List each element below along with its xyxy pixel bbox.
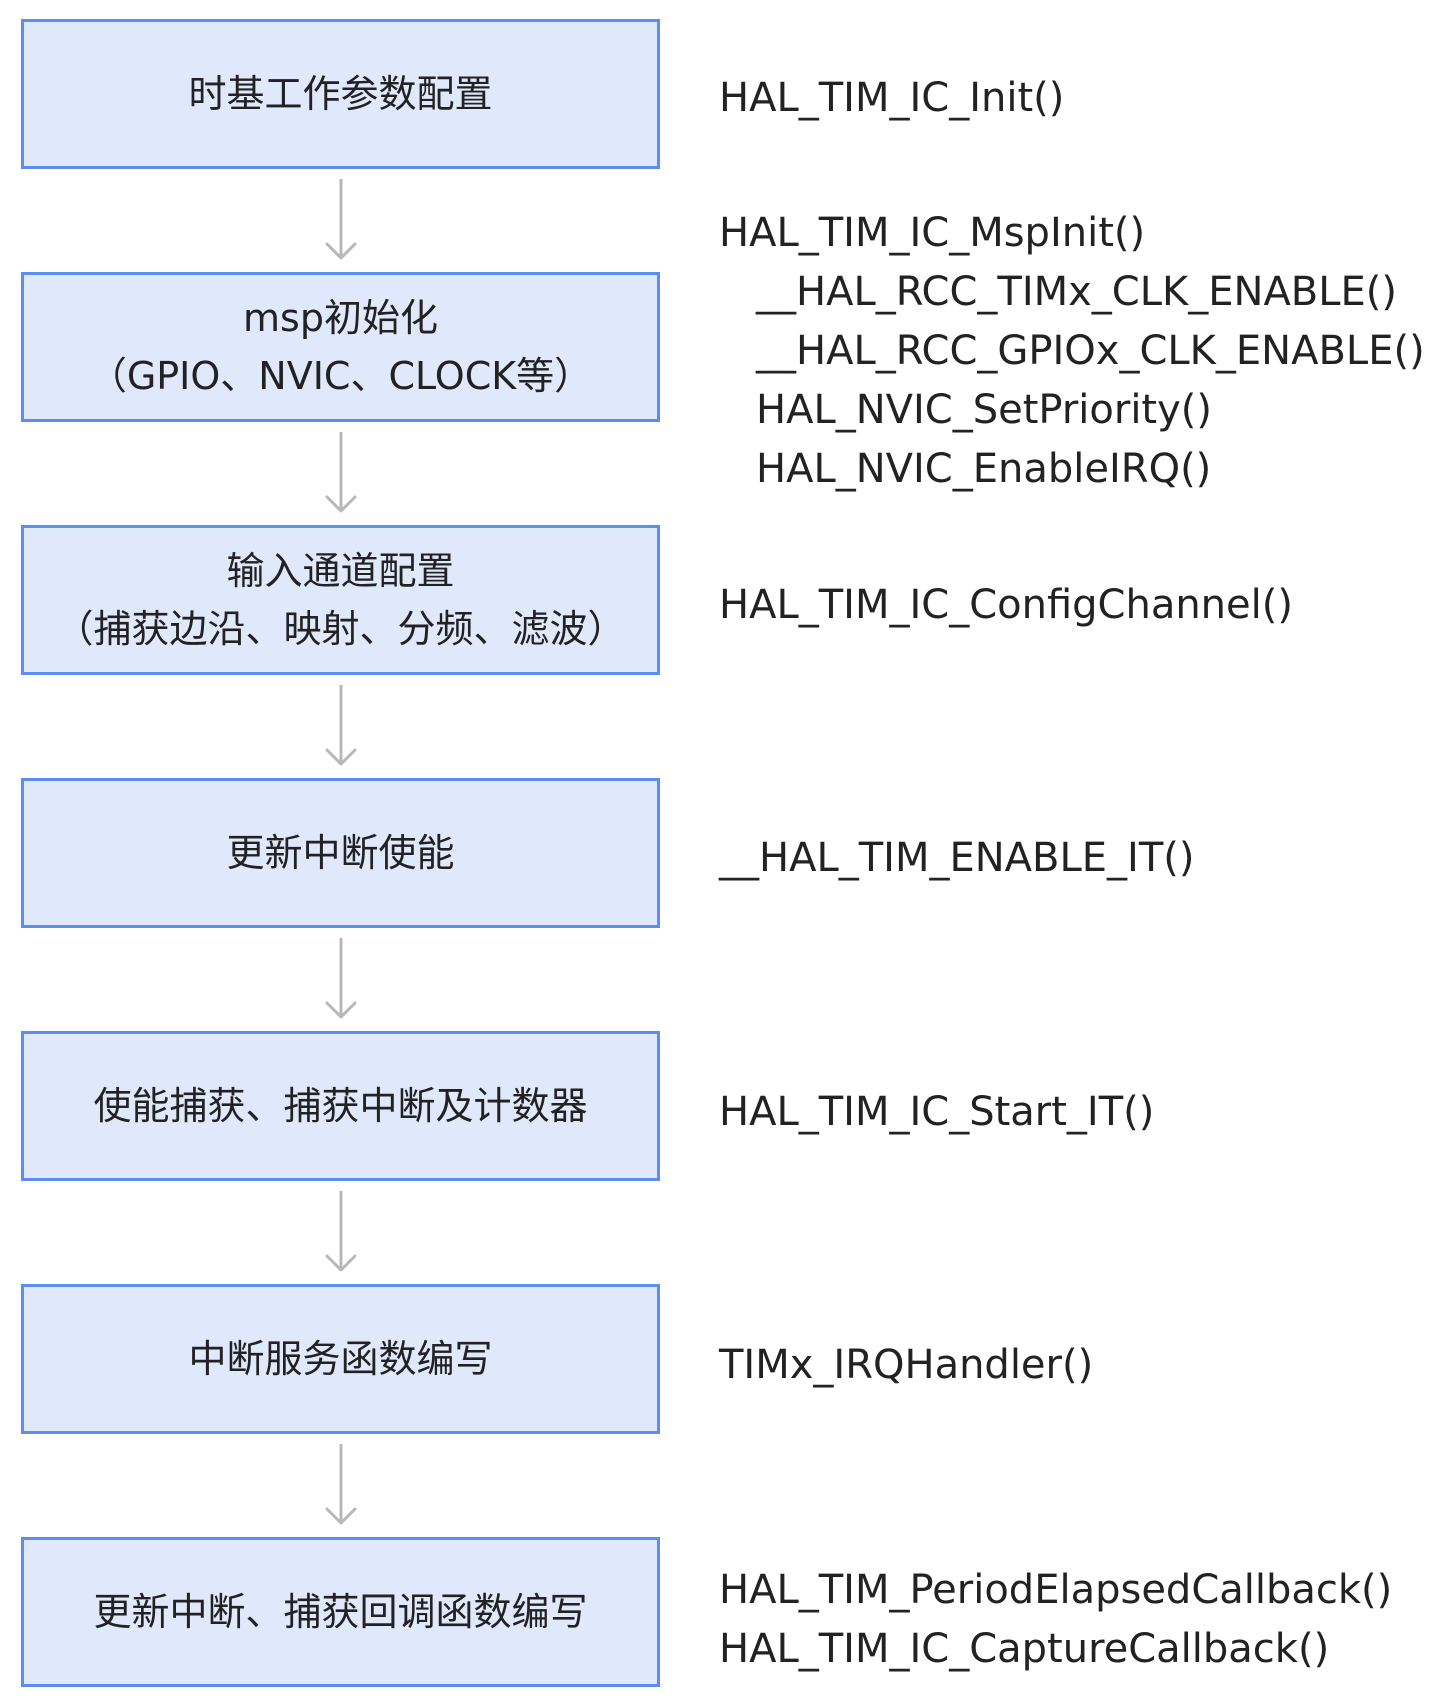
arrow-down-icon bbox=[325, 179, 357, 260]
function-hal-tim-enable-it: __HAL_TIM_ENABLE_IT() bbox=[719, 834, 1195, 881]
step-box-6: 中断服务函数编写 bbox=[21, 1284, 660, 1434]
function-hal-nvic-setpriority: HAL_NVIC_SetPriority() bbox=[756, 387, 1212, 433]
arrow-down-icon bbox=[325, 432, 357, 513]
step-3-label-1: 输入通道配置 bbox=[226, 549, 455, 593]
function-group-3: HAL_TIM_IC_ConfigChannel() bbox=[719, 576, 1293, 635]
function-group-7: HAL_TIM_PeriodElapsedCallback() HAL_TIM_I… bbox=[719, 1561, 1392, 1679]
function-hal-nvic-enableirq: HAL_NVIC_EnableIRQ() bbox=[756, 446, 1212, 492]
function-hal-tim-ic-capturecallback: HAL_TIM_IC_CaptureCallback() bbox=[719, 1626, 1330, 1672]
arrow-down-icon bbox=[325, 685, 357, 766]
function-hal-rcc-gpiox-clk-enable: __HAL_RCC_GPIOx_CLK_ENABLE() bbox=[756, 328, 1425, 374]
step-box-3: 输入通道配置 （捕获边沿、映射、分频、滤波） bbox=[21, 525, 660, 675]
function-hal-tim-ic-start-it: HAL_TIM_IC_Start_IT() bbox=[719, 1088, 1155, 1135]
function-group-2: HAL_TIM_IC_MspInit() __HAL_RCC_TIMx_CLK_E… bbox=[719, 204, 1425, 499]
step-5-label: 使能捕获、捕获中断及计数器 bbox=[93, 1084, 588, 1128]
function-group-5: HAL_TIM_IC_Start_IT() bbox=[719, 1083, 1154, 1142]
function-hal-rcc-timx-clk-enable: __HAL_RCC_TIMx_CLK_ENABLE() bbox=[756, 269, 1398, 315]
step-4-label: 更新中断使能 bbox=[226, 831, 455, 875]
function-hal-tim-periodelapsedcallback: HAL_TIM_PeriodElapsedCallback() bbox=[719, 1567, 1393, 1613]
step-1-label: 时基工作参数配置 bbox=[188, 72, 493, 116]
function-group-4: __HAL_TIM_ENABLE_IT() bbox=[719, 829, 1194, 888]
step-box-4: 更新中断使能 bbox=[21, 778, 660, 928]
step-box-1: 时基工作参数配置 bbox=[21, 19, 660, 169]
step-3-label-2: （捕获边沿、映射、分频、滤波） bbox=[55, 607, 626, 651]
step-box-5: 使能捕获、捕获中断及计数器 bbox=[21, 1031, 660, 1181]
arrow-down-icon bbox=[325, 938, 357, 1019]
function-group-1: HAL_TIM_IC_Init() bbox=[719, 69, 1064, 128]
function-hal-tim-ic-configchannel: HAL_TIM_IC_ConfigChannel() bbox=[719, 581, 1293, 628]
step-2-label-2: （GPIO、NVIC、CLOCK等） bbox=[88, 354, 593, 398]
step-6-label: 中断服务函数编写 bbox=[188, 1337, 493, 1381]
step-box-2: msp初始化 （GPIO、NVIC、CLOCK等） bbox=[21, 272, 660, 422]
step-7-label: 更新中断、捕获回调函数编写 bbox=[93, 1590, 588, 1634]
arrow-down-icon bbox=[325, 1191, 357, 1272]
function-hal-tim-ic-init: HAL_TIM_IC_Init() bbox=[719, 74, 1065, 121]
function-hal-tim-ic-mspinit: HAL_TIM_IC_MspInit() bbox=[719, 210, 1146, 256]
arrow-down-icon bbox=[325, 1444, 357, 1525]
function-timx-irqhandler: TIMx_IRQHandler() bbox=[719, 1341, 1094, 1388]
step-box-7: 更新中断、捕获回调函数编写 bbox=[21, 1537, 660, 1687]
function-group-6: TIMx_IRQHandler() bbox=[719, 1336, 1093, 1395]
step-2-label-1: msp初始化 bbox=[243, 296, 438, 340]
